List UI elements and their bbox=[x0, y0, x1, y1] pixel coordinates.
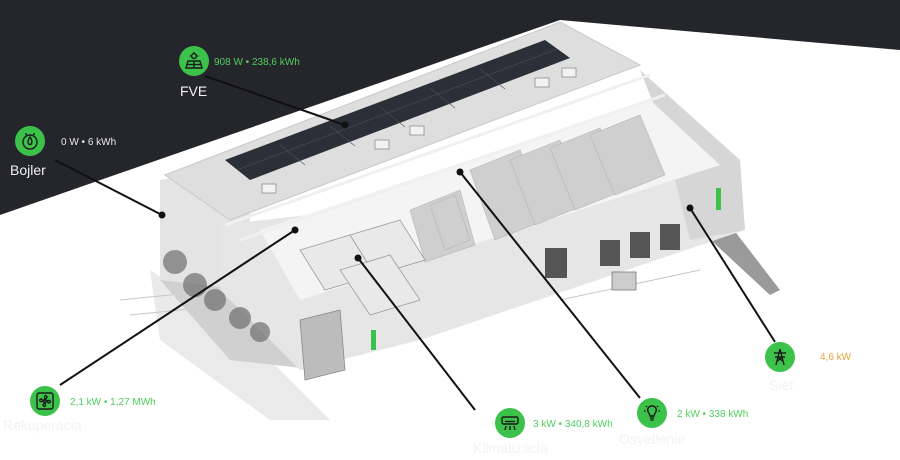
osvetlenie-label: Osvetlenie bbox=[619, 431, 686, 447]
rekuperacia-value: 2,1 kW • 1,27 MWh bbox=[70, 397, 156, 408]
roof-trusses bbox=[224, 73, 666, 242]
connector-dots bbox=[158, 121, 694, 262]
siet-value: 4,6 kW bbox=[820, 352, 852, 363]
green-markers bbox=[371, 188, 721, 350]
solar-grid-lines bbox=[236, 48, 558, 171]
connector-lines bbox=[54, 75, 776, 411]
forklift bbox=[611, 271, 637, 291]
fan-icon[interactable] bbox=[30, 386, 60, 416]
klimatizacia-value: 3 kW • 340,8 kWh bbox=[533, 419, 613, 430]
power-pylon-icon[interactable] bbox=[765, 342, 795, 372]
fve-label: FVE bbox=[180, 83, 208, 99]
skylights bbox=[261, 67, 577, 194]
solar-array-front bbox=[225, 40, 570, 180]
fve-value: 908 W • 238,6 kWh bbox=[214, 57, 300, 68]
interior-shelving bbox=[409, 114, 666, 263]
loading-docks bbox=[545, 224, 680, 278]
air-conditioner-icon[interactable] bbox=[495, 408, 525, 438]
osvetlenie-value: 2 kW • 338 kWh bbox=[677, 409, 749, 420]
entrance-glass bbox=[299, 309, 346, 381]
access-road bbox=[700, 225, 780, 295]
solar-panel-icon[interactable] bbox=[179, 46, 209, 76]
bojler-label: Bojler bbox=[10, 162, 46, 178]
lightbulb-icon[interactable] bbox=[637, 398, 667, 428]
klimatizacia-label: Klimatizácia bbox=[473, 440, 548, 456]
bojler-value: 0 W • 6 kWh bbox=[61, 137, 117, 148]
siet-label: Sieť bbox=[769, 377, 795, 393]
rekuperacia-label: Rekuperácia bbox=[3, 417, 82, 433]
boiler-icon[interactable] bbox=[15, 126, 45, 156]
